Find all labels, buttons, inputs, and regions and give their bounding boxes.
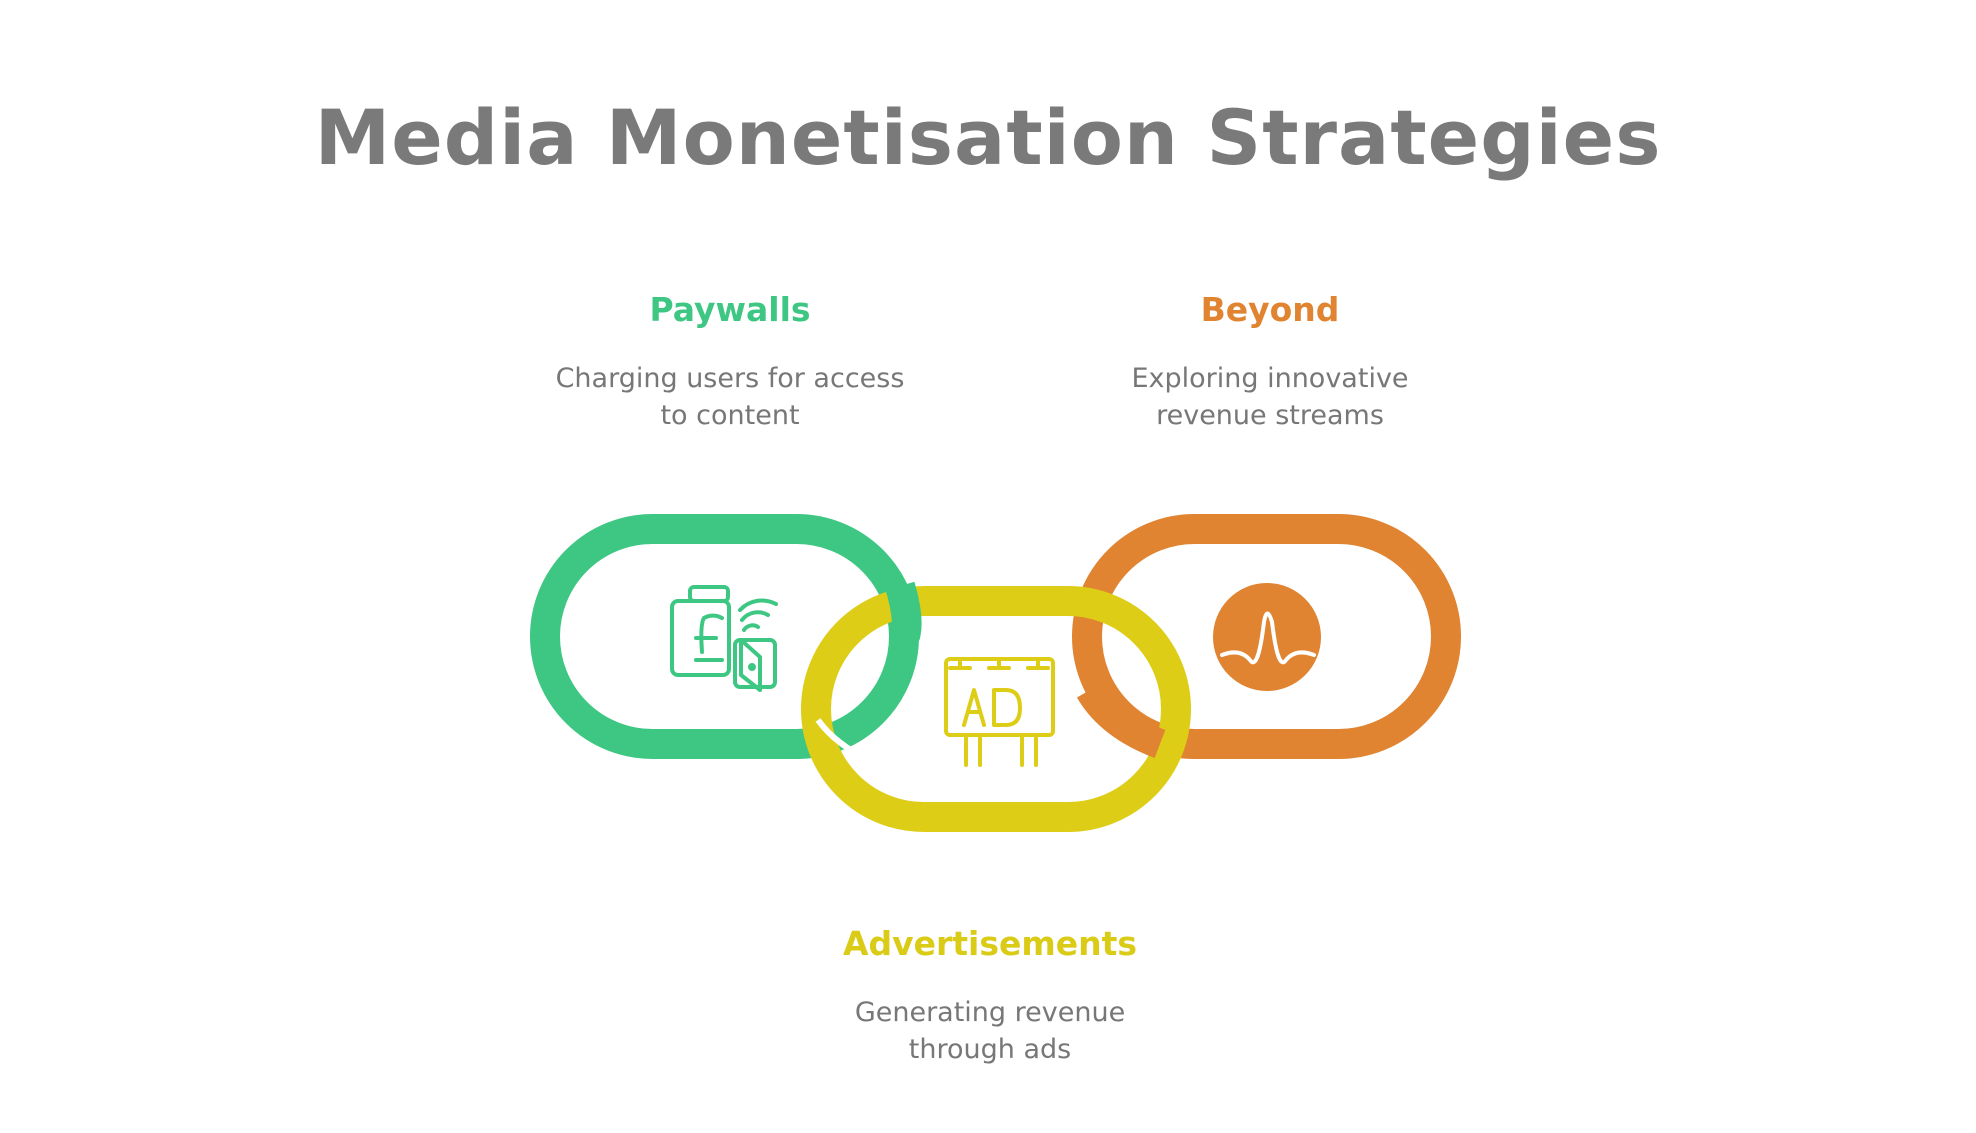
beyond-label: Beyond	[1200, 290, 1340, 329]
advertisements-description: Generating revenue through ads	[780, 994, 1200, 1068]
signal-peak-icon	[1213, 583, 1321, 691]
page-title: Media Monetisation Strategies	[314, 93, 1662, 182]
paywalls-description-line2: to content	[660, 400, 800, 431]
ad-billboard-icon	[944, 657, 1055, 767]
advertisements-description-line1: Generating revenue	[854, 997, 1126, 1028]
paywalls-block: Paywalls Charging users for access to co…	[520, 288, 940, 434]
paywalls-description: Charging users for access to content	[520, 360, 940, 434]
advertisements-label: Advertisements	[842, 924, 1138, 963]
paywalls-link	[530, 514, 919, 759]
beyond-link	[1072, 514, 1461, 759]
beyond-link-overlap	[1076, 682, 1166, 759]
advertisements-link	[801, 586, 1191, 832]
beyond-description: Exploring innovative revenue streams	[1060, 360, 1480, 434]
advertisements-block: Advertisements Generating revenue throug…	[780, 922, 1200, 1068]
paywalls-label: Paywalls	[649, 290, 811, 329]
paywalls-link-overlap	[885, 581, 922, 641]
pound-wallet-contactless-icon	[670, 585, 778, 692]
advertisements-description-line2: through ads	[908, 1034, 1072, 1065]
beyond-description-line2: revenue streams	[1156, 400, 1384, 431]
paywalls-description-line1: Charging users for access	[555, 363, 905, 394]
beyond-block: Beyond Exploring innovative revenue stre…	[1060, 288, 1480, 434]
beyond-description-line1: Exploring innovative	[1131, 363, 1409, 394]
